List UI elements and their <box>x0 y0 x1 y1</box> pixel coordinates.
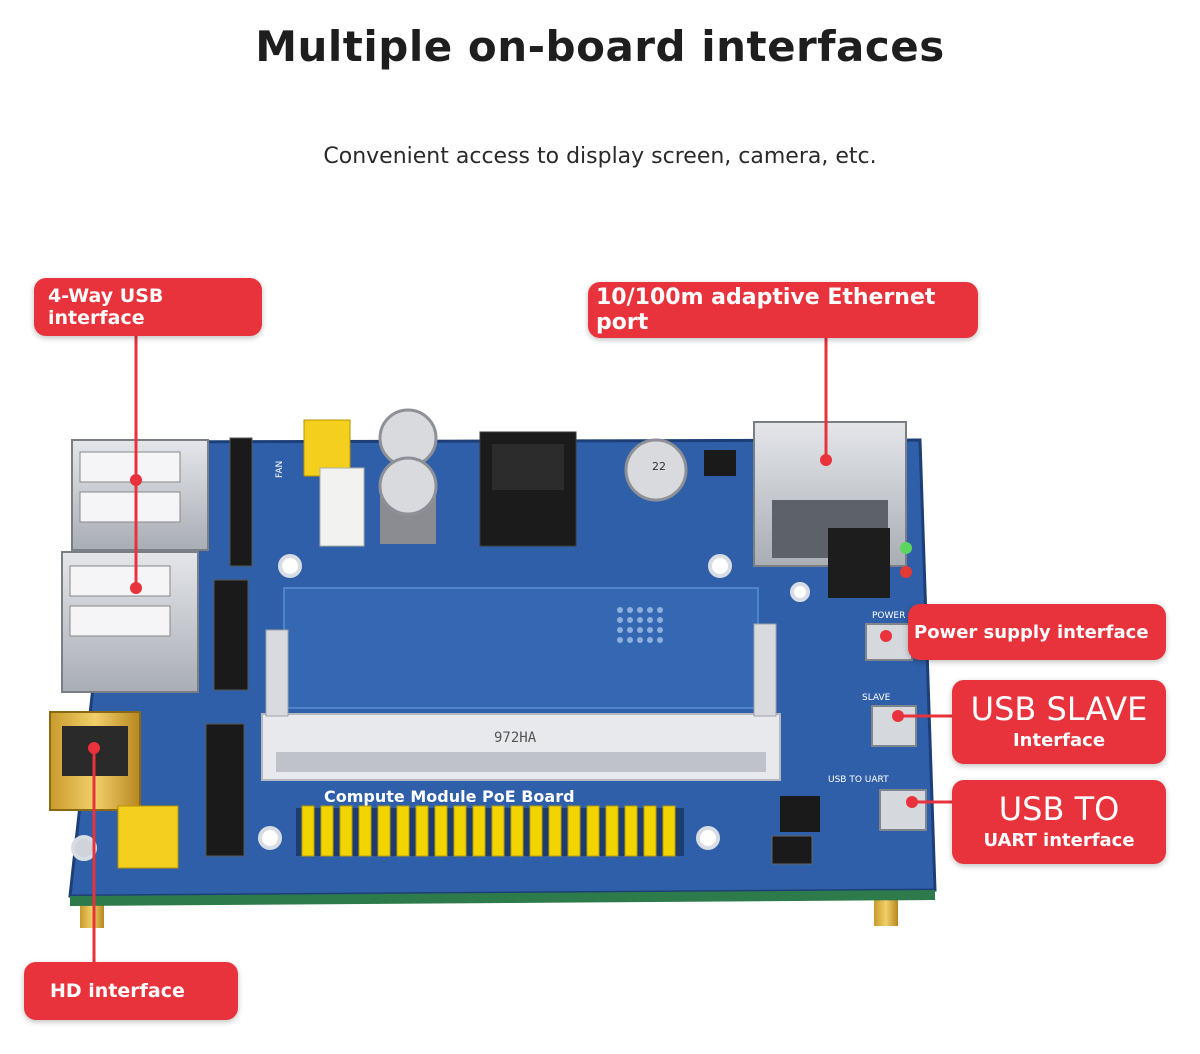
sodimm-slot <box>276 752 766 772</box>
cap-label: 22 <box>652 460 666 473</box>
capacitors <box>378 408 688 544</box>
usb-ports <box>61 439 209 693</box>
callout-usb-text: 4-Way USB interface <box>48 285 164 329</box>
callout-usb-to-uart: USB TO UART interface <box>952 780 1166 864</box>
page-subtitle: Convenient access to display screen, cam… <box>323 144 877 169</box>
power-jumper <box>117 805 179 869</box>
fan-label: FAN <box>275 461 285 478</box>
socket-latch-left <box>265 629 289 717</box>
via-grid <box>617 607 663 643</box>
fan-connector <box>319 467 365 547</box>
callout-hd-interface: HD interface <box>24 962 238 1020</box>
pcb-edge <box>70 890 935 906</box>
slave-label: SLAVE <box>862 693 891 703</box>
socket-label: 972HA <box>494 730 537 746</box>
socket-latch-right <box>753 623 777 717</box>
power-label: POWER <box>872 611 905 621</box>
callout-usb-slave-title: USB SLAVE <box>970 690 1148 728</box>
callout-usb-slave: USB SLAVE Interface <box>952 680 1166 764</box>
led-green <box>900 542 912 554</box>
callout-usb-interface: 4-Way USB interface <box>34 278 262 336</box>
callout-usb-slave-subtitle: Interface <box>1012 730 1106 751</box>
fan-jumper <box>303 419 351 477</box>
uart-label: USB TO UART <box>828 775 889 785</box>
gpio-header-pins <box>301 805 676 857</box>
dip-switch <box>771 835 813 865</box>
module-area <box>283 587 759 709</box>
uart-chip <box>780 796 820 832</box>
callout-ethernet-port: 10/100m adaptive Ethernet port <box>588 282 978 338</box>
callout-hd-text: HD interface <box>50 980 185 1002</box>
callout-ethernet-text: 10/100m adaptive Ethernet port <box>596 285 936 335</box>
callout-usb-uart-subtitle: UART interface <box>983 830 1135 851</box>
leader-lines <box>88 336 952 962</box>
ethernet-magnetics <box>828 528 890 598</box>
ic-chip <box>704 450 736 476</box>
callout-usb-uart-title: USB TO <box>998 790 1120 828</box>
callout-power-text: Power supply interface <box>914 621 1149 643</box>
led-red <box>900 566 912 578</box>
module-label: Compute Module PoE Board <box>324 787 575 806</box>
ffc-connectors <box>205 437 253 857</box>
page-title: Multiple on-board interfaces <box>255 22 945 71</box>
callout-power-supply: Power supply interface <box>908 604 1166 660</box>
poe-transformer-top <box>492 444 564 490</box>
